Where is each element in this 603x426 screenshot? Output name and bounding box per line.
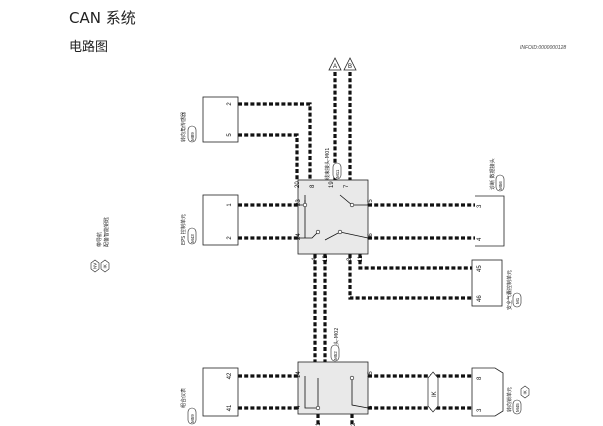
info-id: INFOID:0000000128 — [520, 45, 567, 51]
legend: 带导航 配备智能钥匙 NV IK — [90, 217, 110, 273]
airbag-label: 安全气囊控制单元 — [506, 270, 513, 310]
airbag-pin-b: 46 — [477, 295, 483, 302]
lock-pin-b: 3 — [477, 408, 483, 412]
eps-label: EPS 控制单元 — [180, 214, 187, 245]
lower-joint-code: M52 — [333, 351, 338, 360]
airbag-control-unit: 45 46 安全气囊控制单元 M1 — [471, 259, 522, 310]
joint-connector-upper: 20 8 19 7 23 24 15 16 4 12 3 11 线束接头-M01… — [295, 148, 374, 262]
upper-bottom-pin-1: 4 — [312, 257, 318, 261]
legend-line1: 带导航 — [96, 232, 103, 247]
upper-bottom-pin-4: 11 — [358, 255, 364, 262]
upper-joint-code: M11 — [335, 169, 340, 178]
dlc-pin-a: 3 — [477, 204, 483, 208]
eps-code: M43 — [190, 234, 195, 243]
lock-unit-code: M45 — [515, 403, 520, 412]
steering-pin-b: 5 — [227, 133, 233, 137]
upper-top-pin-1: 20 — [295, 181, 301, 188]
steering-pin-a: 2 — [227, 102, 233, 106]
upper-top-pin-4: 7 — [344, 184, 350, 188]
meter-label: 组合仪表 — [180, 388, 187, 408]
arrow-a-label: A — [333, 64, 337, 70]
wires — [238, 72, 475, 426]
upper-bottom-pin-3: 3 — [347, 257, 353, 261]
lower-right-pin-1: 15 — [368, 371, 374, 378]
data-link-connector: 3 4 诊断 数据接头 M56 — [475, 158, 505, 247]
meter-pin-b: 41 — [227, 404, 233, 411]
upper-top-pin-3: 19 — [329, 181, 335, 188]
section-title: 电路图 — [69, 40, 109, 55]
combination-meter: 42 41 组合仪表 M59 — [180, 367, 239, 425]
lower-bottom-pin-2: 2 — [351, 422, 357, 426]
lower-right-pin-2: 5 — [368, 405, 374, 409]
legend-line2: 配备智能钥匙 — [103, 217, 110, 247]
legend-nv-badge: NV — [90, 259, 100, 273]
upper-left-pin-1: 23 — [296, 199, 302, 206]
steering-sensor-label: 转向角传感器 — [180, 112, 187, 142]
lock-unit-ik-code: IK — [523, 390, 528, 394]
lower-bottom-pin-1: 1 — [316, 422, 322, 426]
lower-joint-label: 线束接头-M02 — [333, 328, 340, 360]
ik-tag: IK — [427, 371, 439, 413]
lock-pin-a: 8 — [477, 376, 483, 380]
lower-left-pin-2: 4 — [296, 405, 302, 409]
arrow-b-label: B — [348, 64, 352, 70]
upper-left-pin-2: 24 — [296, 233, 302, 240]
meter-code: M59 — [190, 414, 195, 423]
arrow-b: B — [343, 57, 357, 71]
airbag-pin-a: 45 — [477, 265, 483, 272]
arrow-a: A — [328, 57, 342, 71]
dlc-pin-b: 4 — [477, 237, 483, 241]
steering-angle-sensor: 2 5 转向角传感器 M89 — [180, 96, 239, 143]
dlc-code: M56 — [498, 181, 503, 190]
page-title: CAN 系统 — [69, 9, 136, 27]
legend-ik-badge: IK — [100, 259, 110, 273]
steering-lock-unit: 8 3 转向锁单元 M45 IK — [471, 367, 530, 417]
upper-top-pin-2: 8 — [310, 184, 316, 188]
upper-right-pin-1: 15 — [368, 199, 374, 206]
legend-ik-code: IK — [103, 264, 108, 268]
ik-tag-label: IK — [432, 391, 438, 397]
upper-joint-label: 线束接头-M01 — [324, 148, 331, 180]
eps-pin-b: 2 — [227, 236, 233, 240]
steering-sensor-code: M89 — [190, 132, 195, 141]
legend-nv-code: NV — [93, 263, 98, 269]
meter-pin-a: 42 — [227, 372, 233, 379]
joint-connector-lower: 14 4 15 5 1 2 线束接头-M02 M52 — [296, 328, 374, 426]
lock-unit-label: 转向锁单元 — [506, 387, 513, 412]
upper-bottom-pin-2: 12 — [323, 255, 329, 262]
eps-pin-a: 1 — [227, 203, 233, 207]
airbag-code: M1 — [515, 297, 520, 304]
upper-right-pin-2: 16 — [368, 233, 374, 240]
dlc-label: 诊断 数据接头 — [489, 158, 496, 190]
eps-control-unit: 1 2 EPS 控制单元 M43 — [180, 194, 239, 246]
lower-left-pin-1: 14 — [296, 371, 302, 378]
